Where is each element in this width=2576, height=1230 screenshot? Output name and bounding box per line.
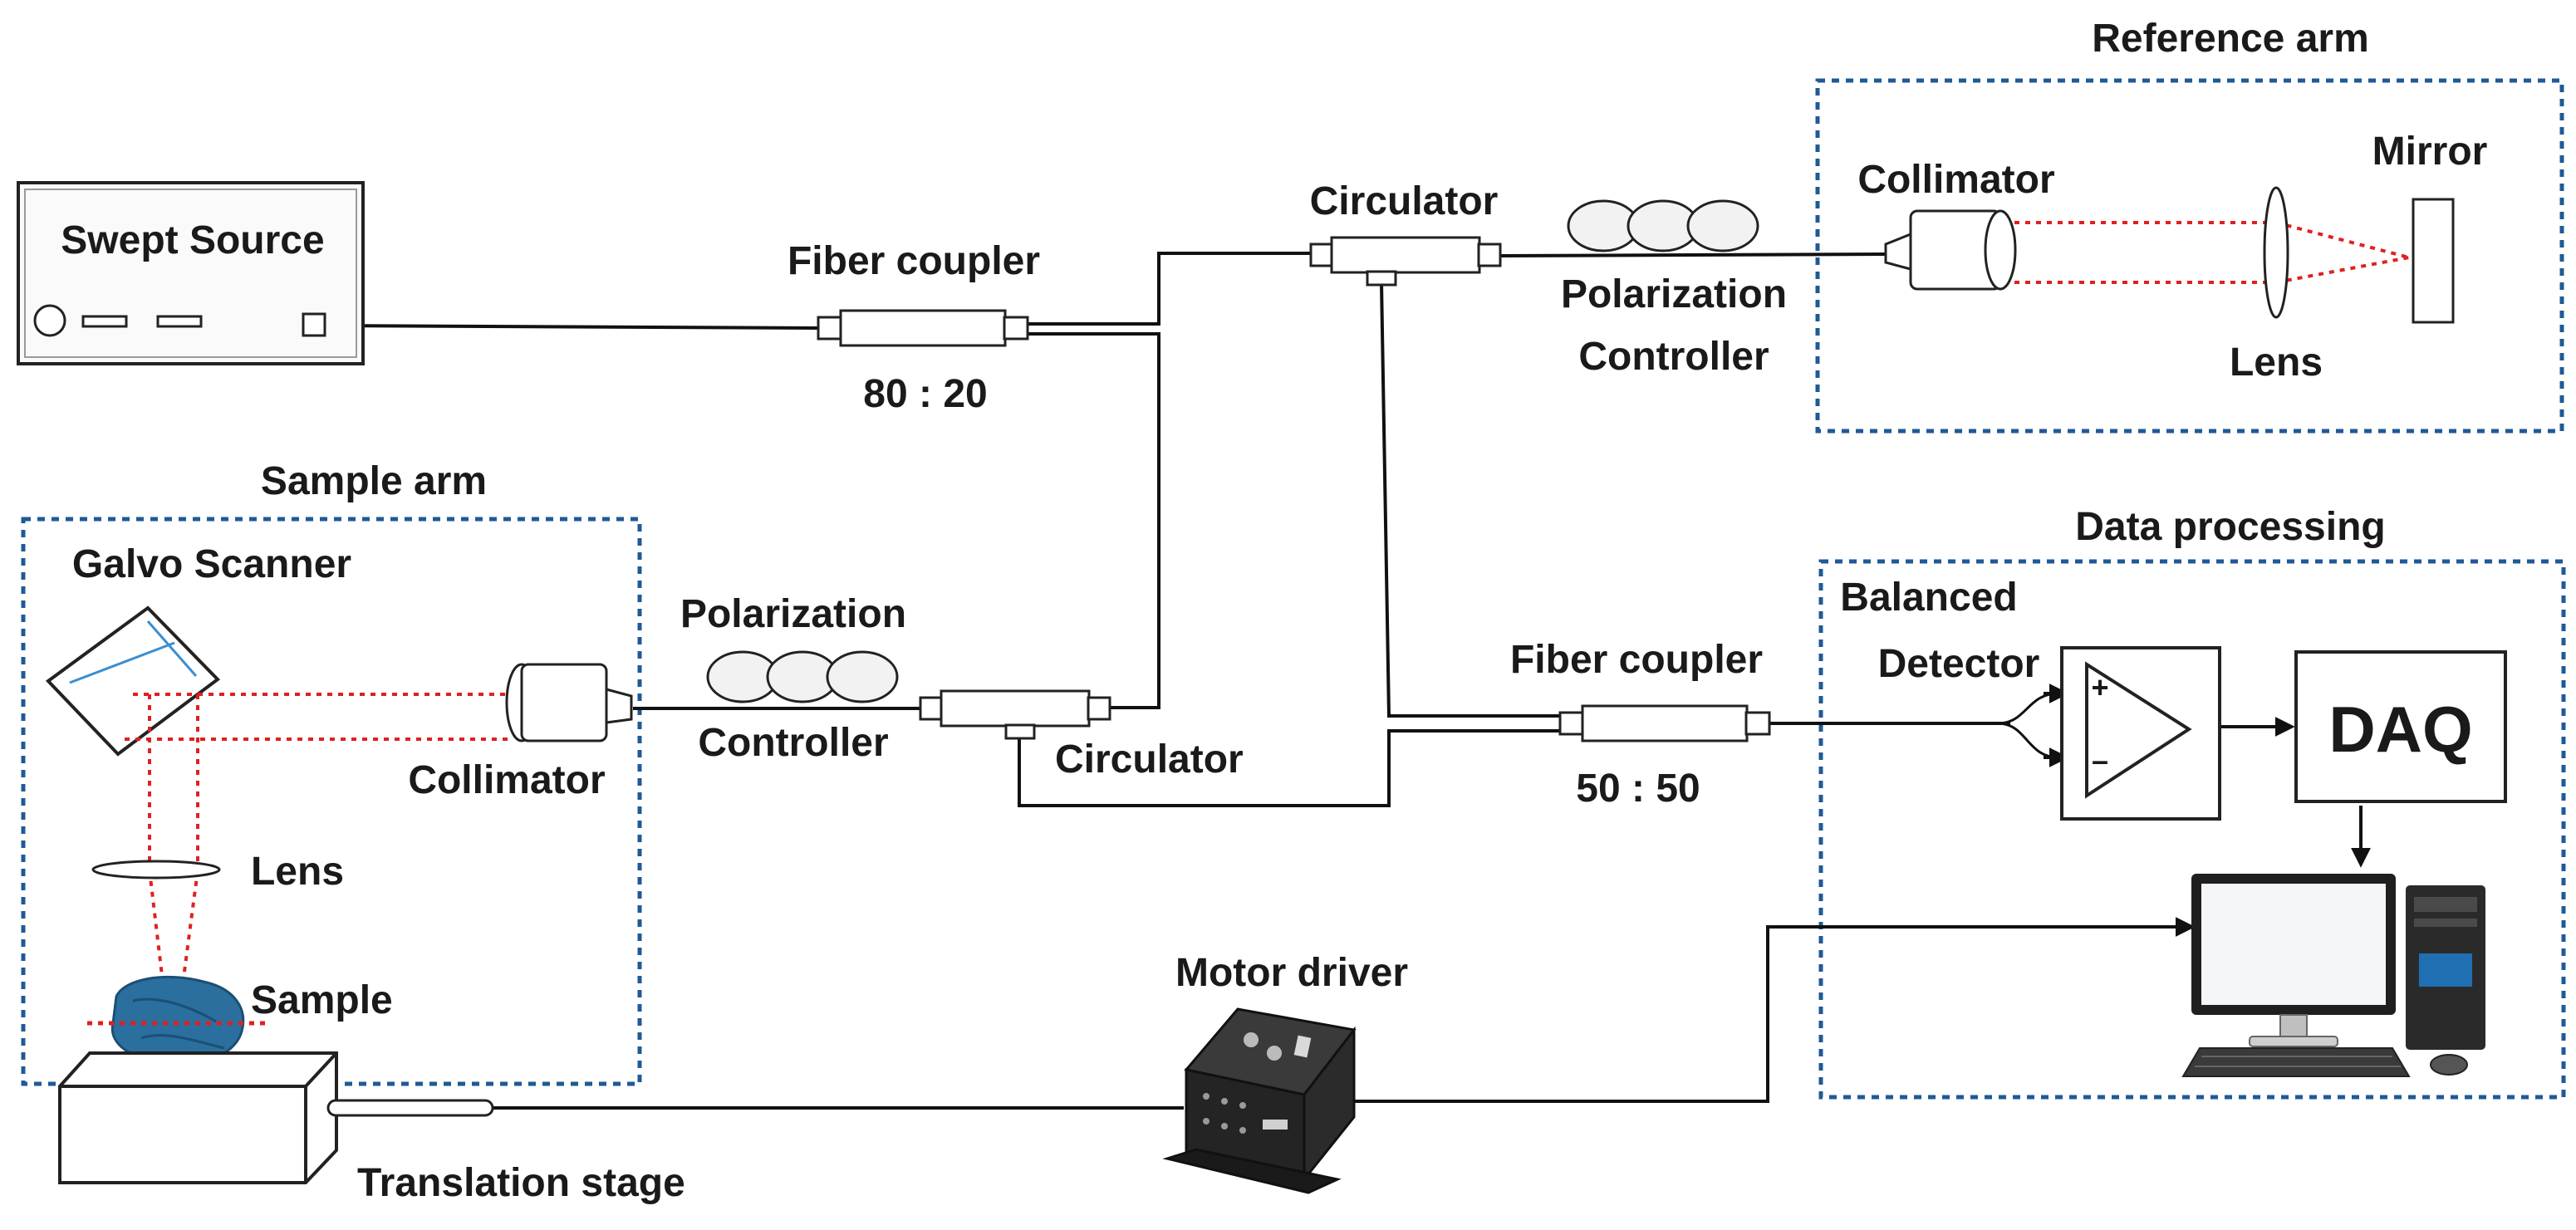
fiber-coupler-icon [817,309,1029,347]
data-processing-box [1818,559,2566,1100]
fiber-coupler-to-bottom-circulator [1022,332,1160,709]
balanced-detector-icon [2060,646,2221,821]
fiber-coupler-2-label: Fiber coupler [1510,638,1763,682]
swept-source-icon [17,181,365,365]
fiber-bottom-circulator-to-coupler2 [1018,729,1560,807]
daq-icon [2294,650,2507,803]
swept-source-label: Swept Source [61,218,324,262]
reference-arm-title: Reference arm [2092,17,2369,61]
daq-label: DAQ [2328,693,2472,766]
lens-ref-label: Lens [2230,341,2323,385]
fiber-coupler-1-label: Fiber coupler [788,239,1040,283]
collimator-icon [1884,209,2017,291]
collimator-ref-label: Collimator [1857,158,2054,202]
lens-sample-label: Lens [251,850,344,894]
galvo-scanner-label: Galvo Scanner [72,542,351,586]
galvo-scanner-icon [45,605,221,757]
fiber-coupler-2-ratio: 50 : 50 [1576,767,1700,811]
computer-icon [2181,874,2485,1077]
circulator-top-label: Circulator [1310,179,1499,223]
translation-stage-label: Translation stage [357,1161,685,1205]
polarization-controller-bottom-line2: Controller [698,721,888,765]
polarization-controller-bottom-icon [706,650,899,703]
polarization-controller-bottom-line1: Polarization [680,592,906,636]
circulator-bottom-icon [919,689,1111,740]
mirror-label: Mirror [2372,130,2488,174]
lens-sample-icon [91,860,221,880]
lens-icon [2263,186,2289,319]
motor-driver-label: Motor driver [1175,951,1408,995]
fiber-coupler-to-top-circulator [1022,252,1311,326]
detector-minus-sign: – [2092,743,2108,777]
motor-driver-icon [1162,1007,1357,1194]
fiber-source-to-coupler [323,324,819,330]
fiber-top-circulator-to-ref-collimator [1499,252,1888,257]
detector-input-split-top [1997,692,2059,725]
detector-plus-sign: + [2091,670,2108,704]
translation-stage-icon [58,1051,494,1184]
circulator-icon [1309,236,1502,287]
mirror-icon [2412,198,2455,324]
fiber-coupler-2-icon [1558,704,1771,742]
balanced-detector-line1: Balanced [1840,576,2017,620]
polarization-controller-icon [1567,199,1759,252]
detector-input-split-bottom [1997,722,2059,759]
circulator-bottom-label: Circulator [1055,738,1244,782]
beam-ref [2014,221,2410,284]
data-processing-title: Data processing [2075,505,2385,549]
balanced-detector-line2: Detector [1878,642,2040,686]
cable-motor-to-computer [1354,925,2183,1103]
sample-label: Sample [251,978,393,1022]
sample-arm-title: Sample arm [261,459,487,503]
sample-icon [87,975,270,1066]
collimator-sample-label: Collimator [408,758,605,802]
polarization-controller-top-line1: Polarization [1561,272,1787,316]
beam-sample [125,693,513,997]
fiber-coupler-1-ratio: 80 : 20 [863,372,987,416]
fiber-top-circulator-to-coupler2 [1380,282,1560,718]
collimator-sample-icon [505,663,633,742]
reference-arm-box [1815,78,2564,434]
polarization-controller-top-line2: Controller [1578,335,1769,379]
